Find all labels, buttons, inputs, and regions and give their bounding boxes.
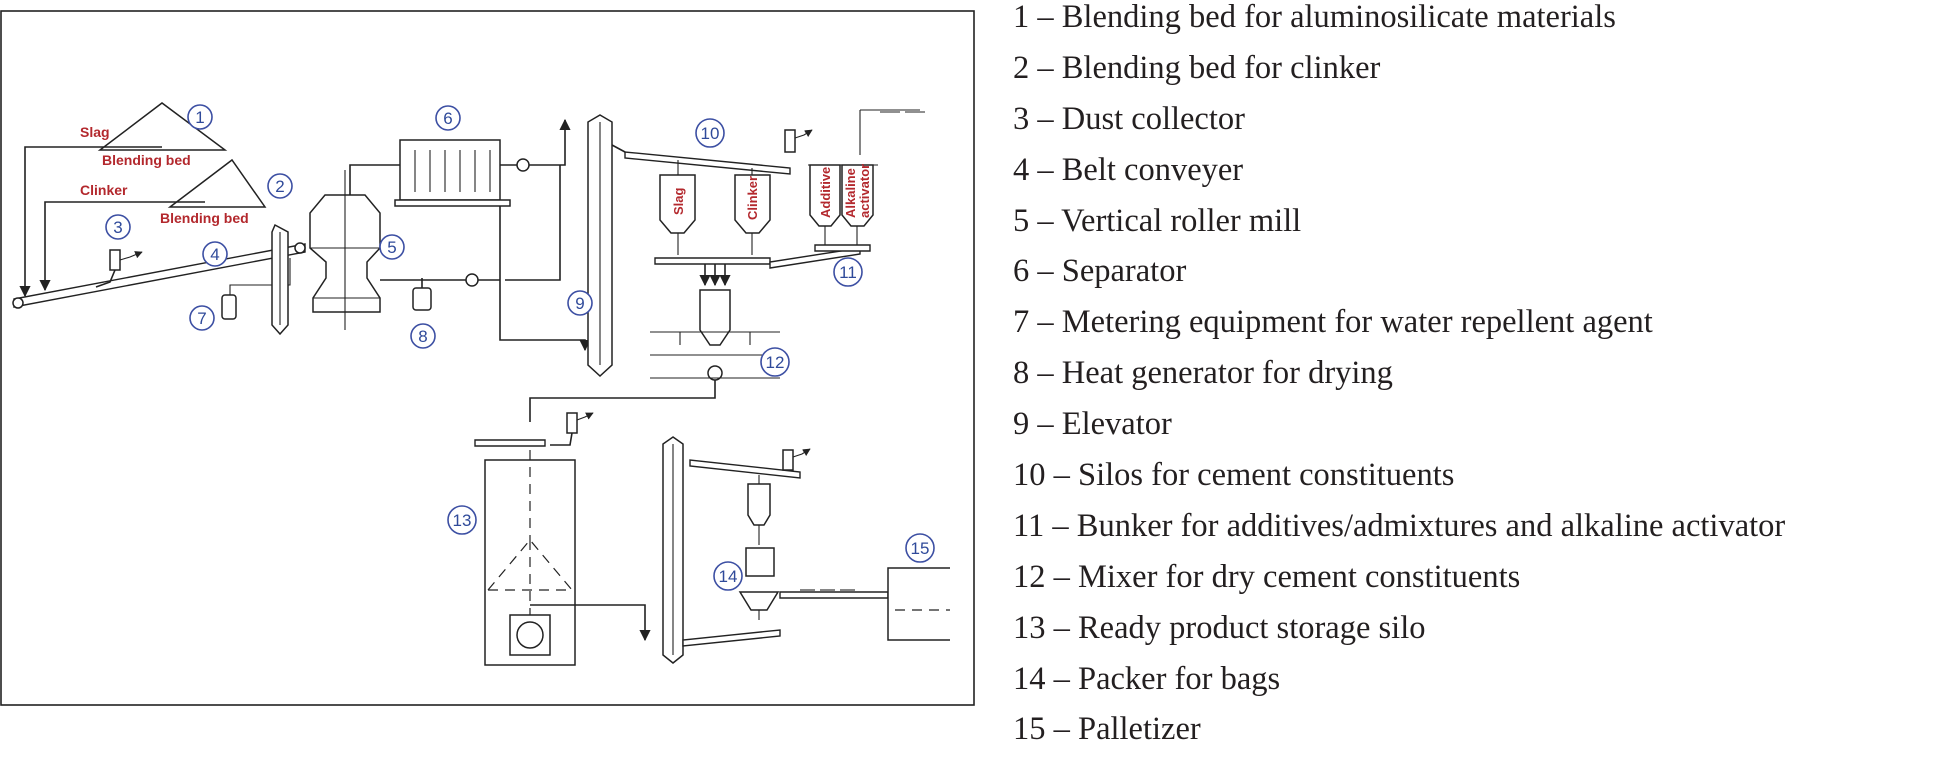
- svg-text:4: 4: [210, 245, 219, 264]
- belt-conveyer: [12, 242, 306, 309]
- legend-item-8: 8 – Heat generator for drying: [1013, 355, 1393, 392]
- legend-item-15: 15 – Palletizer: [1013, 711, 1201, 748]
- heat-generator: [380, 165, 561, 311]
- badge-4: 4: [202, 241, 228, 267]
- mill-elevator: [271, 223, 289, 336]
- elevator-9: [587, 114, 613, 378]
- svg-text:10: 10: [701, 124, 720, 143]
- badge-2: 2: [267, 173, 293, 199]
- label-silo-alkaline: Alkaline: [843, 168, 858, 218]
- legend-item-11: 11 – Bunker for additives/admixtures and…: [1013, 507, 1786, 544]
- badge-13: 13: [447, 505, 477, 535]
- badge-3: 3: [105, 214, 131, 240]
- dust-collector-top: [784, 129, 813, 153]
- silo-discharge-conveyor: [654, 244, 871, 287]
- legend-item-6: 6 – Separator: [1013, 253, 1187, 290]
- svg-text:12: 12: [766, 353, 785, 372]
- svg-text:6: 6: [443, 109, 452, 128]
- process-flow-diagram: Slag Blending bed Clinker Blending bed S…: [0, 10, 975, 706]
- legend-item-12: 12 – Mixer for dry cement constituents: [1013, 558, 1521, 595]
- svg-text:3: 3: [113, 218, 122, 237]
- label-silo-clinker: Clinker: [745, 176, 760, 220]
- svg-text:7: 7: [197, 309, 206, 328]
- label-blending-bed-2: Blending bed: [160, 210, 249, 226]
- legend-item-13: 13 – Ready product storage silo: [1013, 609, 1426, 646]
- svg-text:11: 11: [839, 263, 857, 282]
- badge-15: 15: [905, 533, 935, 563]
- label-clinker: Clinker: [80, 182, 128, 198]
- silo-clinker: [734, 168, 771, 255]
- packer: [738, 448, 811, 620]
- svg-text:5: 5: [387, 238, 396, 257]
- badge-14: 14: [713, 561, 743, 591]
- legend-item-5: 5 – Vertical roller mill: [1013, 202, 1302, 239]
- dust-collector-3: [95, 249, 143, 288]
- pipe-to-elevator: [499, 206, 591, 352]
- legend-item-3: 3 – Dust collector: [1013, 100, 1245, 137]
- legend-item-7: 7 – Metering equipment for water repelle…: [1013, 304, 1653, 341]
- legend-item-1: 1 – Blending bed for aluminosilicate mat…: [1013, 0, 1616, 35]
- svg-text:1: 1: [195, 108, 204, 127]
- diagram-frame: [0, 10, 975, 706]
- silo-conveyor-top: [611, 144, 791, 175]
- bottom-elevator: [662, 436, 801, 664]
- badge-7: 7: [189, 305, 215, 331]
- badge-6: 6: [435, 105, 461, 131]
- legend: 1 – Blending bed for aluminosilicate mat…: [1013, 0, 1938, 763]
- silo-slag: [659, 160, 696, 255]
- bunker-alkaline: [808, 109, 925, 245]
- blending-bed-2: [39, 158, 267, 292]
- badge-10: 10: [695, 118, 725, 148]
- svg-text:8: 8: [418, 327, 427, 346]
- storage-silo: [474, 412, 651, 666]
- label-silo-activator: activator: [857, 164, 872, 218]
- svg-text:9: 9: [575, 294, 584, 313]
- separator: [349, 118, 571, 207]
- legend-item-10: 10 – Silos for cement constituents: [1013, 457, 1455, 494]
- mixer: [529, 289, 780, 422]
- svg-text:13: 13: [453, 511, 472, 530]
- label-silo-slag: Slag: [671, 187, 686, 215]
- legend-item-2: 2 – Blending bed for clinker: [1013, 49, 1381, 86]
- label-slag: Slag: [80, 124, 110, 140]
- legend-item-4: 4 – Belt conveyer: [1013, 151, 1244, 188]
- metering-equipment: [221, 258, 291, 320]
- badge-8: 8: [410, 323, 436, 349]
- palletizer: [779, 567, 950, 641]
- svg-text:2: 2: [275, 177, 284, 196]
- badge-9: 9: [567, 290, 593, 316]
- vertical-roller-mill: [309, 170, 381, 330]
- label-silo-additive: Additive: [818, 167, 833, 218]
- badge-1: 1: [187, 104, 213, 130]
- label-blending-bed-1: Blending bed: [102, 152, 191, 168]
- badge-5: 5: [379, 234, 405, 260]
- badge-11: 11: [833, 257, 863, 287]
- legend-item-14: 14 – Packer for bags: [1013, 660, 1281, 697]
- svg-text:14: 14: [719, 567, 738, 586]
- svg-text:15: 15: [911, 539, 930, 558]
- legend-item-9: 9 – Elevator: [1013, 406, 1172, 443]
- badge-12: 12: [760, 347, 790, 377]
